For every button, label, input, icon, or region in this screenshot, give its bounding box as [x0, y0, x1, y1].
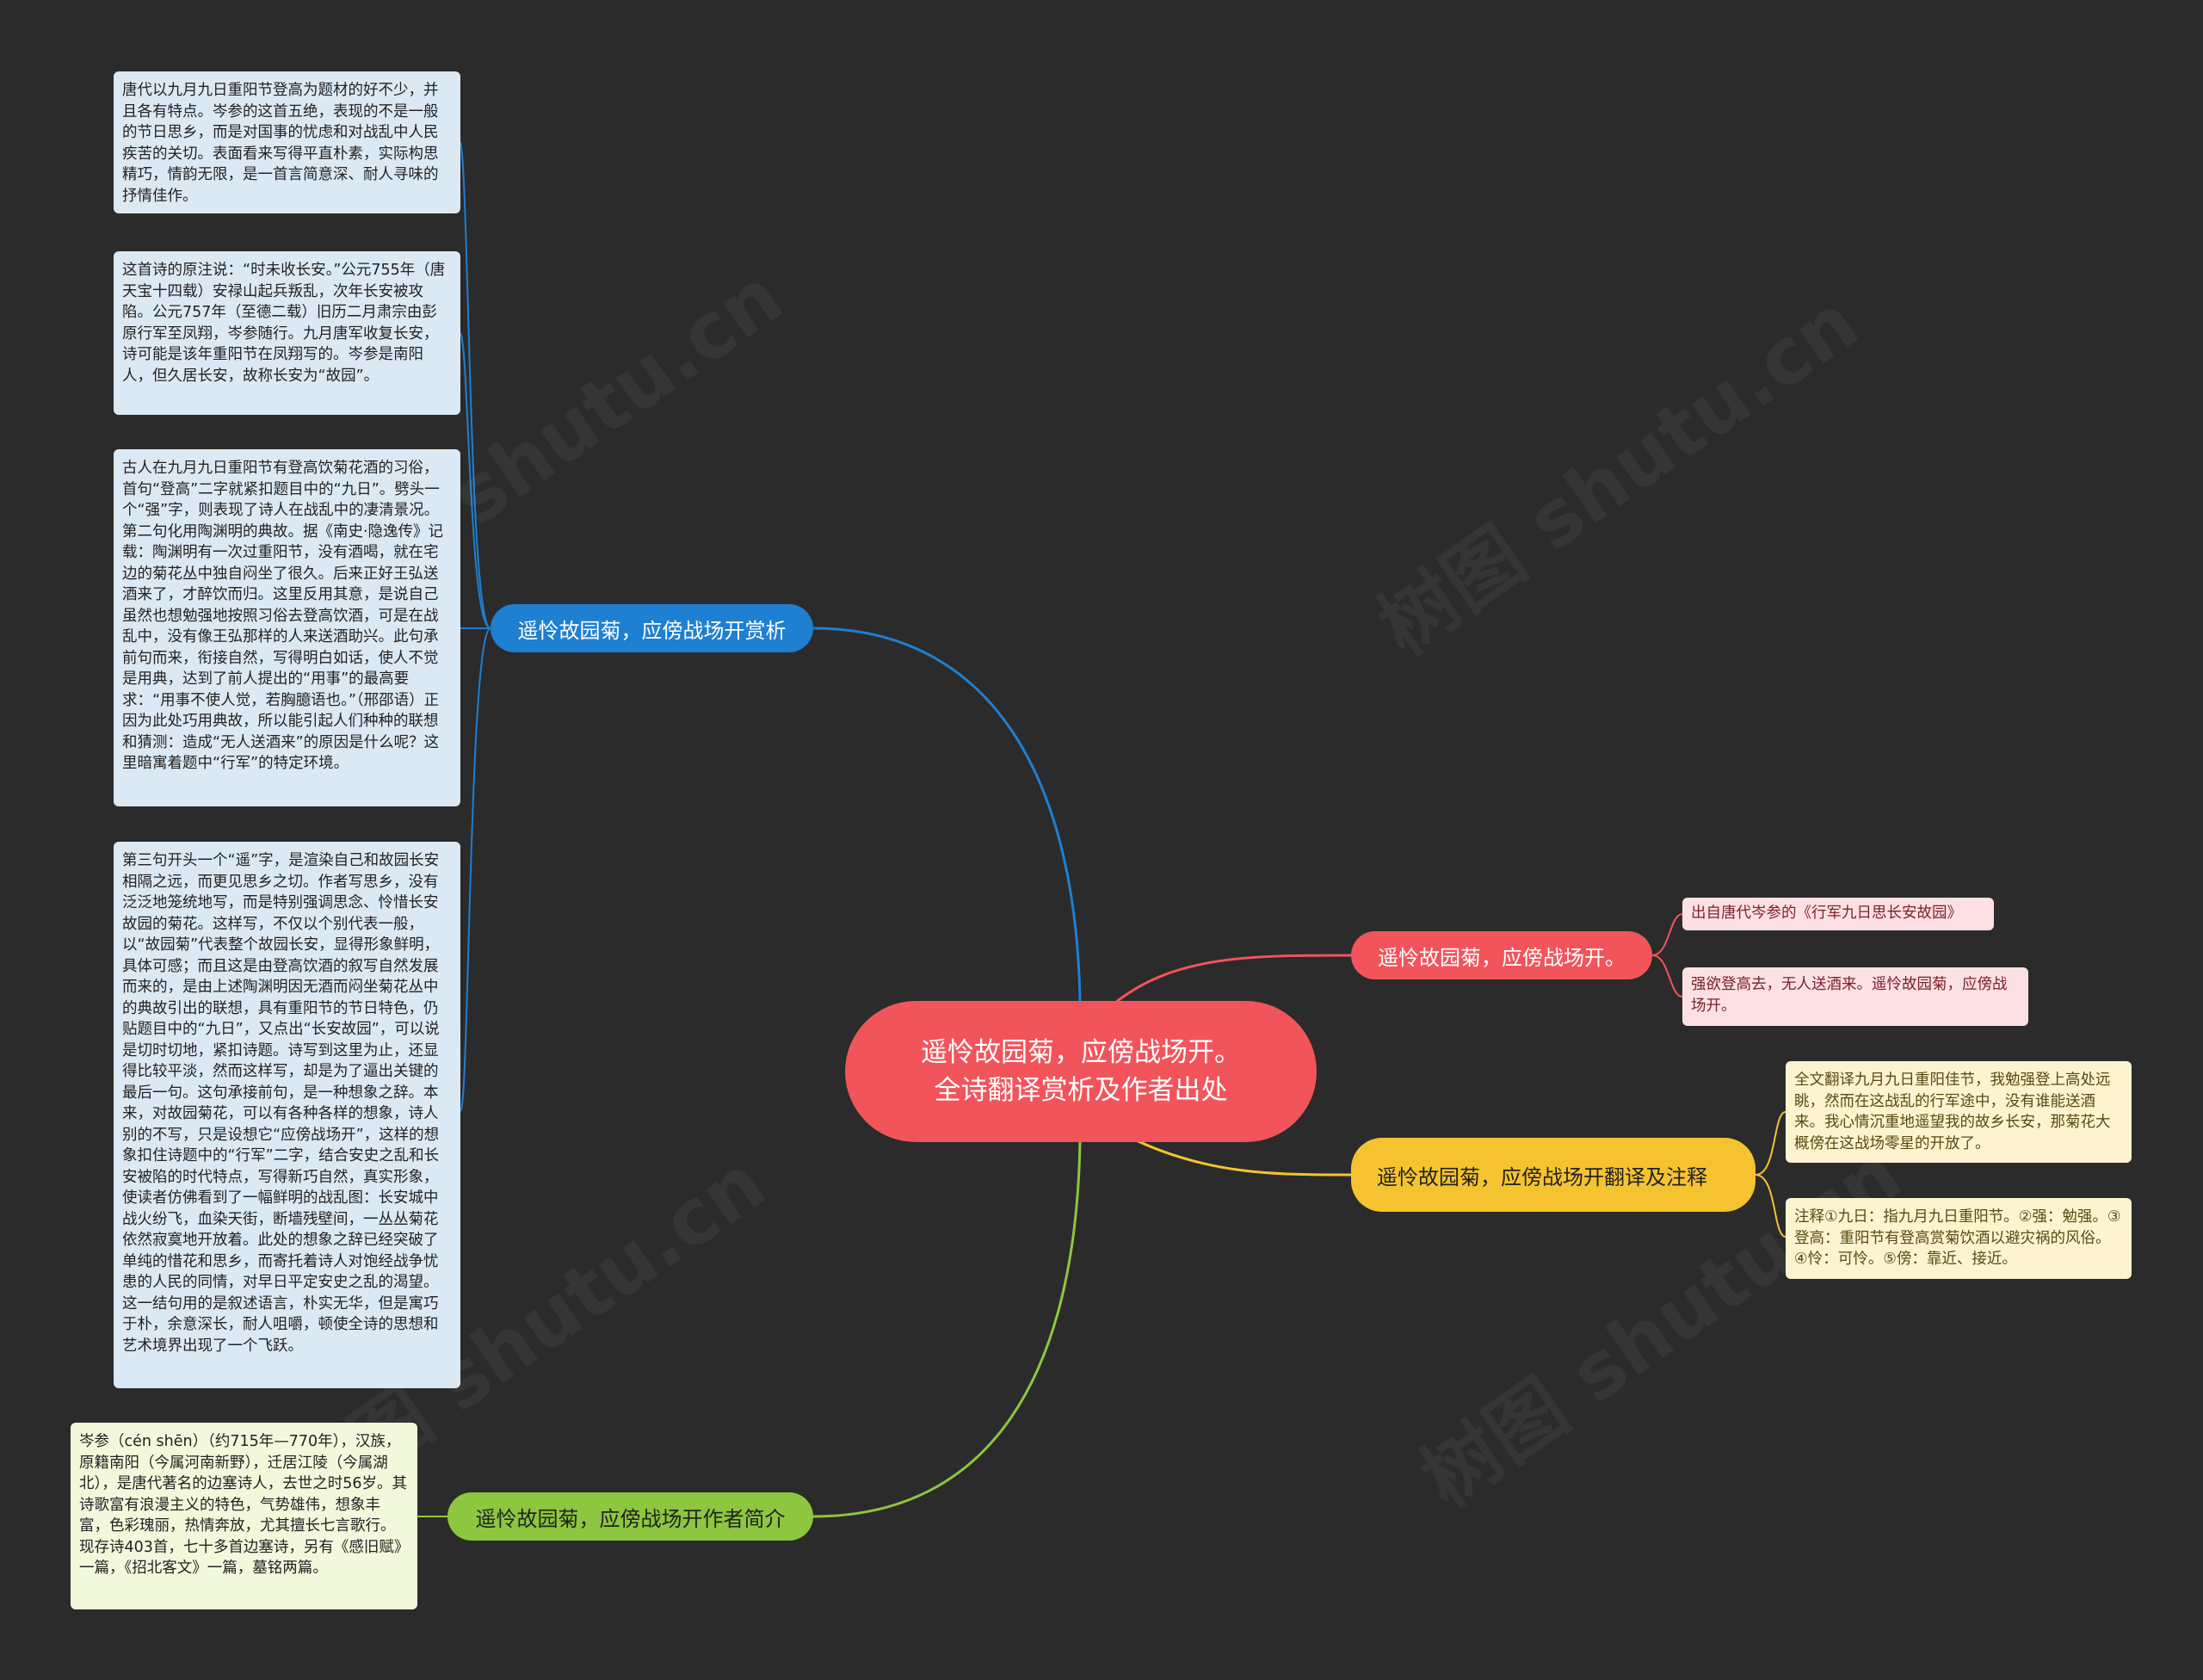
- link-root-translation: [1126, 1134, 1352, 1177]
- translation-note-2: 注释①九日：指九月九日重阳节。②强：勉强。③登高：重阳节有登高赏菊饮酒以避灾祸的…: [1786, 1198, 2132, 1279]
- root-title: 遥怜故园菊，应傍战场开。全诗翻译赏析及作者出处: [921, 1037, 1241, 1106]
- branch-author-label: 遥怜故园菊，应傍战场开作者简介: [475, 1506, 786, 1531]
- branch-source[interactable]: 遥怜故园菊，应傍战场开。: [1351, 931, 1652, 979]
- link-root-source: [1109, 954, 1352, 1009]
- branch-source-label: 遥怜故园菊，应傍战场开。: [1378, 945, 1626, 970]
- link-root-analysis: [812, 627, 1082, 1002]
- analysis-note-3: 古人在九月九日重阳节有登高饮菊花酒的习俗，首句“登高”二字就紧扣题目中的“九日”…: [114, 449, 460, 806]
- branch-analysis-label: 遥怜故园菊，应傍战场开赏析: [517, 618, 787, 643]
- analysis-note-1: 唐代以九月九日重阳节登高为题材的好不少，并且各有特点。岑参的这首五绝，表现的不是…: [114, 71, 460, 213]
- source-note-2: 强欲登高去，无人送酒来。遥怜故园菊，应傍战场开。: [1682, 967, 2028, 1026]
- source-note-1: 出自唐代岑参的《行军九日思长安故园》: [1682, 898, 1994, 930]
- link-root-author: [812, 1141, 1082, 1518]
- branch-author[interactable]: 遥怜故园菊，应傍战场开作者简介: [447, 1492, 813, 1541]
- analysis-note-4: 第三句开头一个“遥”字，是渲染自己和故园长安相隔之远，而更见思乡之切。作者写思乡…: [114, 842, 460, 1388]
- branch-translation-label: 遥怜故园菊，应傍战场开翻译及注释: [1377, 1164, 1707, 1189]
- analysis-note-2: 这首诗的原注说：“时未收长安。”公元755年（唐天宝十四载）安禄山起兵叛乱，次年…: [114, 251, 460, 415]
- branch-translation[interactable]: 遥怜故园菊，应傍战场开翻译及注释: [1351, 1138, 1756, 1212]
- root-topic[interactable]: 遥怜故园菊，应傍战场开。全诗翻译赏析及作者出处: [845, 1001, 1317, 1142]
- branch-analysis[interactable]: 遥怜故园菊，应傍战场开赏析: [491, 604, 813, 652]
- translation-note-1: 全文翻译九月九日重阳佳节，我勉强登上高处远眺，然而在这战乱的行军途中，没有谁能送…: [1786, 1061, 2132, 1163]
- author-note-1: 岑参（cén shēn）（约715年—770年），汉族，原籍南阳（今属河南新野）…: [71, 1423, 417, 1609]
